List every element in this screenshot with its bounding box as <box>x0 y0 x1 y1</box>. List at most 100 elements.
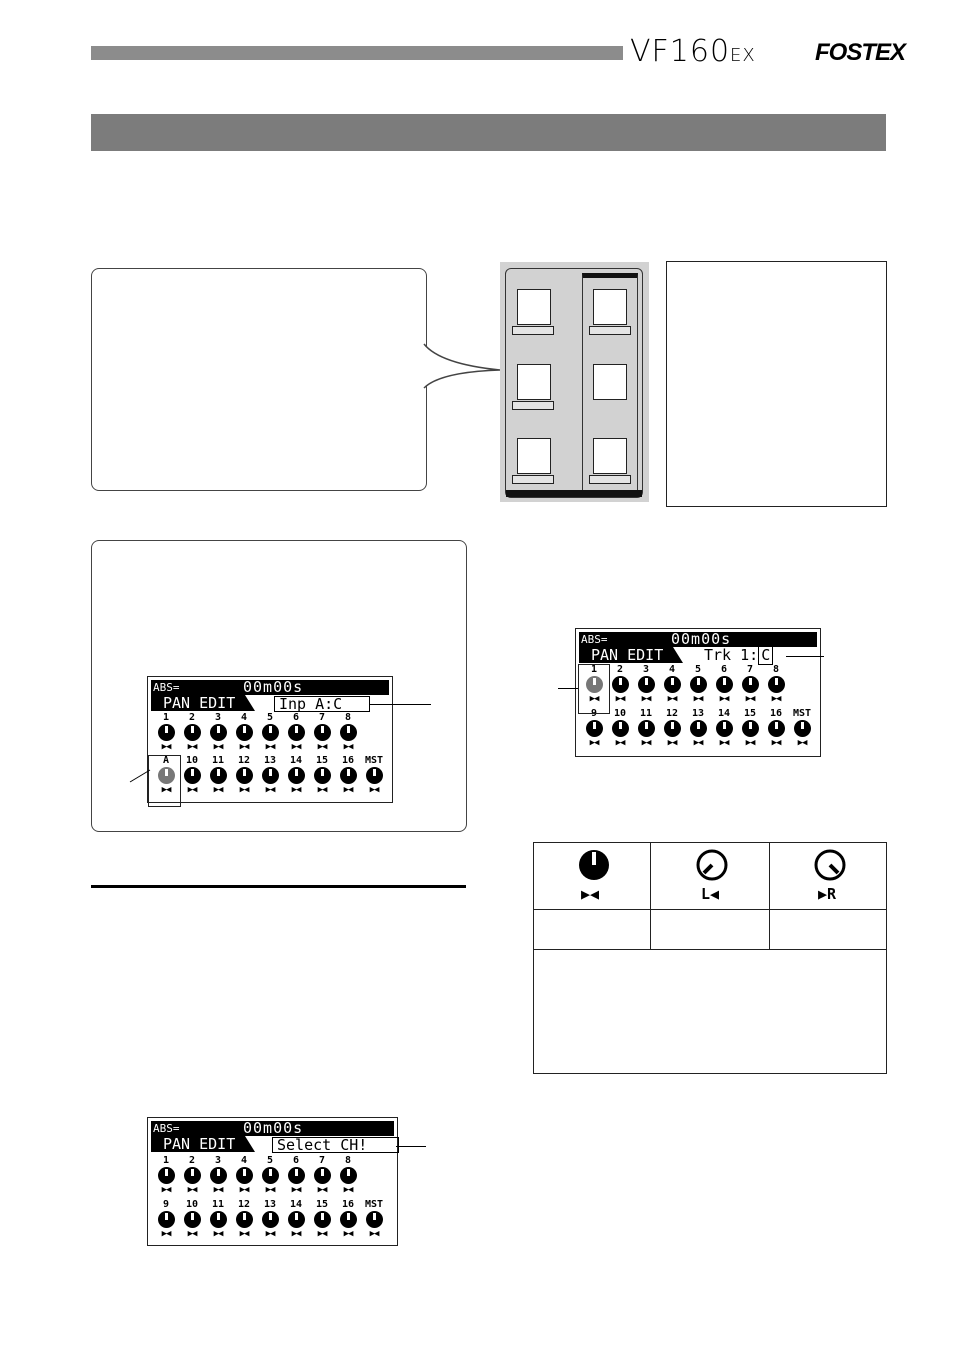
pan-knob-icon <box>637 676 655 693</box>
pan-center-mark: ▶◀ <box>693 738 704 748</box>
model-suffix: EX <box>730 45 756 66</box>
pan-col-left <box>651 843 770 950</box>
leader-line-message <box>369 704 431 705</box>
pan-center-mark: ▶◀ <box>187 785 198 795</box>
channel-number: MST <box>792 708 812 719</box>
channel-number: 10 <box>613 708 627 719</box>
pan-knob-icon <box>183 1167 201 1184</box>
pan-knob-icon <box>157 1167 175 1184</box>
side-note-box <box>666 261 887 507</box>
channel-number: 7 <box>318 712 326 723</box>
channel-number: 8 <box>344 1155 352 1166</box>
pan-knob-icon <box>741 676 759 693</box>
pan-knob-icon <box>313 1167 331 1184</box>
leader-line-channel <box>558 688 578 689</box>
mode-label: PAN EDIT <box>579 647 684 663</box>
channel-number: 10 <box>185 755 199 766</box>
channel-knob: 5▶◀ <box>258 713 282 752</box>
pan-knob-icon <box>313 1211 331 1228</box>
channel-number: 2 <box>616 664 624 675</box>
channel-number: 8 <box>772 664 780 675</box>
pan-knob-icon <box>209 724 227 741</box>
channel-knob: 2▶◀ <box>180 713 204 752</box>
pan-knob-icon <box>339 724 357 741</box>
pan-center-mark: ▶◀ <box>771 694 782 704</box>
panel-key-label-right-1 <box>589 326 631 335</box>
channel-number: 7 <box>746 664 754 675</box>
pan-knob-icon <box>287 724 305 741</box>
pan-center-mark: ▶◀ <box>797 738 808 748</box>
pan-center-mark: ▶◀ <box>187 742 198 752</box>
lcd-status-bar: ABS= 00m00s <box>579 632 817 647</box>
pan-position-table: ▶◀ L◀ ▶R <box>533 842 887 1074</box>
channel-number: 12 <box>237 755 251 766</box>
time-readout: 00m00s <box>671 630 732 648</box>
channel-knob: 1▶◀ <box>582 665 606 704</box>
pan-knob-icon <box>235 767 253 784</box>
panel-key-right-2 <box>593 364 627 400</box>
channel-knob: 15▶◀ <box>738 709 762 748</box>
pan-center-mark: ▶◀ <box>719 738 730 748</box>
pan-center-mark: ▶◀ <box>213 1185 224 1195</box>
pan-center-mark: ▶◀ <box>589 738 600 748</box>
pan-knob-icon <box>365 767 383 784</box>
channel-knob: 8 ▶◀ <box>336 1156 360 1195</box>
pan-center-mark: ▶◀ <box>719 694 730 704</box>
channel-number: 1 <box>162 712 170 723</box>
channel-knob: 1▶◀ <box>154 1156 178 1195</box>
pan-center-mark: ▶◀ <box>265 785 276 795</box>
pan-knob-icon <box>611 720 629 737</box>
track-pan-value: C <box>758 645 774 665</box>
pan-knob-icon <box>339 1167 357 1184</box>
pan-center-mark: ▶◀ <box>291 1229 302 1239</box>
section-rule <box>91 885 466 888</box>
channel-knob: 3▶◀ <box>206 713 230 752</box>
pan-knob-icon <box>287 1211 305 1228</box>
channel-knob: 11▶◀ <box>206 1200 230 1239</box>
pan-knob-icon <box>261 767 279 784</box>
pan-knob-icon <box>183 724 201 741</box>
channel-number: 15 <box>315 1199 329 1210</box>
pan-knob-icon <box>235 1167 253 1184</box>
pan-center-mark: ▶◀ <box>641 738 652 748</box>
leader-line-value <box>786 656 824 657</box>
channel-number: 3 <box>214 1155 222 1166</box>
mode-label: PAN EDIT <box>151 1136 256 1152</box>
pan-knob-icon <box>261 1167 279 1184</box>
pan-knob-icon <box>287 1167 305 1184</box>
channel-number: 3 <box>642 664 650 675</box>
brand-logo: FOSTEX <box>815 39 906 66</box>
channel-number: 13 <box>691 708 705 719</box>
pan-center-mark: ▶◀ <box>161 785 172 795</box>
panel-key-label-left-2 <box>512 401 554 410</box>
channel-number: 7 <box>318 1155 326 1166</box>
pan-center-mark: ▶◀ <box>291 785 302 795</box>
pan-center-mark: ▶◀ <box>343 785 354 795</box>
pan-center-mark: ▶◀ <box>265 1229 276 1239</box>
track-pan-prefix: Trk 1: <box>704 646 759 664</box>
pan-center-mark: ▶◀ <box>213 785 224 795</box>
channel-number: 5 <box>266 712 274 723</box>
channel-knob: MST ▶◀ <box>790 708 814 749</box>
pan-center-mark: ▶◀ <box>213 742 224 752</box>
channel-knob: 5▶◀ <box>258 1156 282 1195</box>
channel-knob: 2▶◀ <box>608 665 632 704</box>
channel-number: 6 <box>292 1155 300 1166</box>
pan-center-mark: ▶◀ <box>343 1185 354 1195</box>
pan-knob-icon <box>585 720 603 737</box>
channel-number: 16 <box>341 1199 355 1210</box>
channel-knob: 10▶◀ <box>180 1200 204 1239</box>
pan-knob-icon <box>313 724 331 741</box>
channel-knob: 12▶◀ <box>232 756 256 795</box>
pan-knob-icon <box>287 767 305 784</box>
channel-number: MST <box>364 1199 384 1210</box>
pan-left-knob-icon <box>696 849 728 881</box>
pan-center-mark: ▶◀ <box>265 1185 276 1195</box>
pan-knob-icon <box>663 676 681 693</box>
channel-knob: 10▶◀ <box>608 709 632 748</box>
channel-knob: 3▶◀ <box>634 665 658 704</box>
pan-knob-icon <box>157 767 175 784</box>
channel-number: A <box>162 755 170 766</box>
pan-knob-icon <box>157 1211 175 1228</box>
model-logo: VF160EX <box>630 34 756 74</box>
